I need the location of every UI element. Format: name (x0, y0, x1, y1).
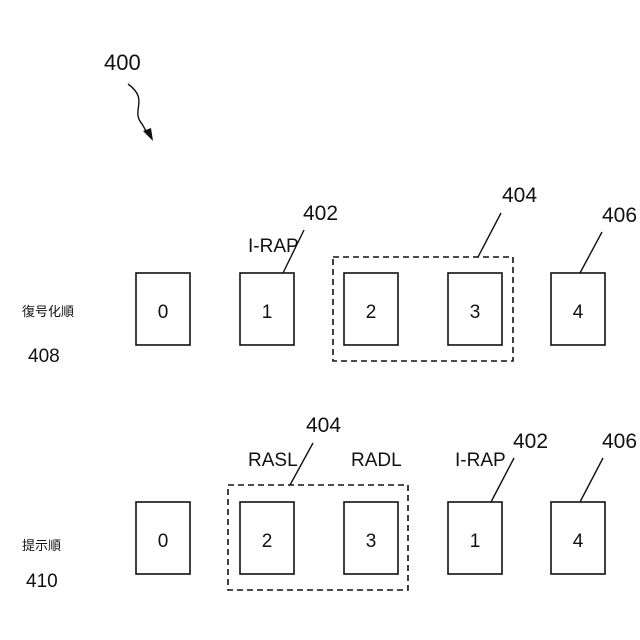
present-box-5-label: 4 (573, 531, 584, 552)
decode-box-1-label: 0 (158, 302, 169, 323)
figure-arrowhead (143, 128, 153, 141)
present-group-ref: 404 (306, 414, 341, 437)
present-radl-label: RADL (351, 450, 402, 471)
present-last-leader (580, 458, 603, 502)
present-box-3-label: 3 (366, 531, 377, 552)
figure-arrow (128, 84, 149, 136)
decode-box-3-label: 2 (366, 302, 377, 323)
decode-group-leader (478, 213, 501, 257)
present-box-1-label: 0 (158, 531, 169, 552)
decode-order-ref: 408 (28, 346, 60, 367)
figure-ref: 400 (104, 50, 141, 75)
present-irap-label: I-RAP (455, 450, 506, 471)
decode-last-ref: 406 (602, 204, 637, 227)
present-box-4-label: 1 (470, 531, 481, 552)
present-rasl-label: RASL (248, 450, 298, 471)
present-order-ref: 410 (26, 571, 58, 592)
decode-order-label: 復号化順 (22, 304, 74, 319)
present-order-label: 提示順 (22, 538, 61, 553)
decode-group-ref: 404 (502, 184, 537, 207)
decode-last-leader (580, 232, 602, 273)
present-box-2-label: 2 (262, 531, 273, 552)
decode-irap-ref: 402 (303, 202, 338, 225)
decode-box-2-label: 1 (262, 302, 273, 323)
decode-box-5-label: 4 (573, 302, 584, 323)
present-last-ref: 406 (602, 430, 637, 453)
present-irap-ref: 402 (513, 430, 548, 453)
decode-irap-label: I-RAP (248, 236, 299, 257)
decode-box-4-label: 3 (470, 302, 481, 323)
